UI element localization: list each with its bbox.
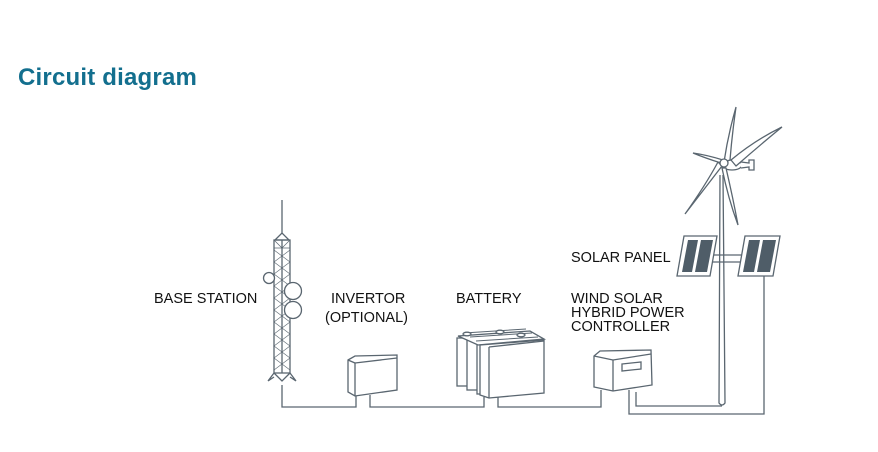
controller-label-line1: WIND SOLAR (571, 291, 663, 307)
battery-label: BATTERY (456, 291, 522, 307)
base-station-label: BASE STATION (154, 291, 258, 307)
invertor-optional-label: (OPTIONAL) (325, 310, 408, 326)
controller-label-line2: HYBRID POWER (571, 305, 685, 321)
wind-turbine-icon (684, 106, 783, 406)
controller-label-line3: CONTROLLER (571, 319, 671, 335)
battery-icon (456, 328, 547, 399)
solar-panel-label: SOLAR PANEL (571, 250, 671, 266)
solar-panel-icon (676, 235, 781, 277)
invertor-label: INVERTOR (331, 291, 406, 307)
page-title: Circuit diagram (18, 64, 198, 91)
wiring (281, 276, 765, 415)
controller-icon (593, 349, 653, 392)
invertor-icon (347, 354, 398, 397)
base-station-tower-icon (262, 200, 303, 382)
